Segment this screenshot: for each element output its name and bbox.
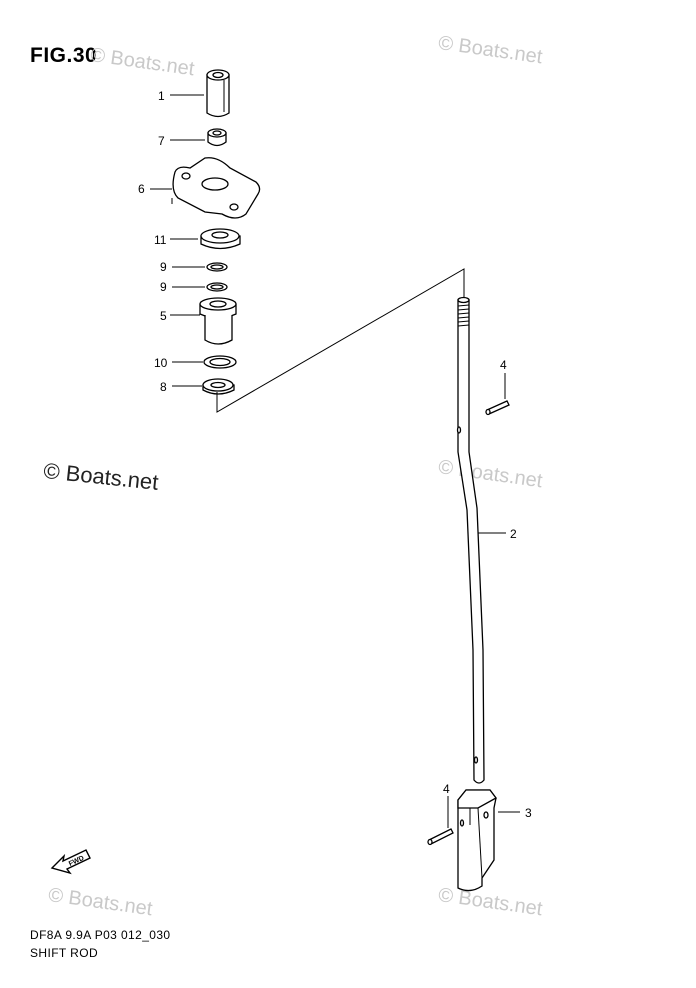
callout-6: 6: [138, 182, 145, 196]
part-8-seal: [172, 378, 235, 395]
figure-name: SHIFT ROD: [30, 946, 99, 960]
part-3-connector: [457, 789, 520, 892]
part-2-shift-rod: [456, 296, 506, 784]
callout-11: 11: [154, 233, 167, 247]
part-7-bushing: [170, 128, 227, 147]
callout-4-lower: 4: [443, 782, 450, 796]
part-11-bushing: [170, 228, 241, 250]
part-4-pin-upper: [485, 373, 510, 416]
part-9-oring-lower: [172, 282, 228, 292]
callout-5: 5: [160, 309, 167, 323]
callout-9-lower: 9: [160, 280, 167, 294]
callout-3: 3: [525, 806, 532, 820]
part-9-oring-upper: [172, 262, 228, 272]
callout-8: 8: [160, 380, 167, 394]
part-4-pin-lower: [427, 796, 454, 846]
part-6-plate: [150, 157, 261, 219]
callout-4-upper: 4: [500, 358, 507, 372]
callout-10: 10: [154, 356, 168, 370]
part-5-grommet: [170, 297, 237, 345]
fwd-arrow-icon: FWD: [50, 849, 91, 875]
part-10-washer: [172, 355, 237, 369]
assembly-guide-line: [216, 268, 465, 413]
fig-title: FIG.30: [30, 44, 98, 67]
figure-code: DF8A 9.9A P03 012_030: [30, 928, 171, 942]
callout-7: 7: [158, 134, 165, 148]
callout-1: 1: [158, 89, 165, 103]
callout-2: 2: [510, 527, 517, 541]
part-1-collar: [170, 69, 230, 118]
callout-9-upper: 9: [160, 260, 167, 274]
